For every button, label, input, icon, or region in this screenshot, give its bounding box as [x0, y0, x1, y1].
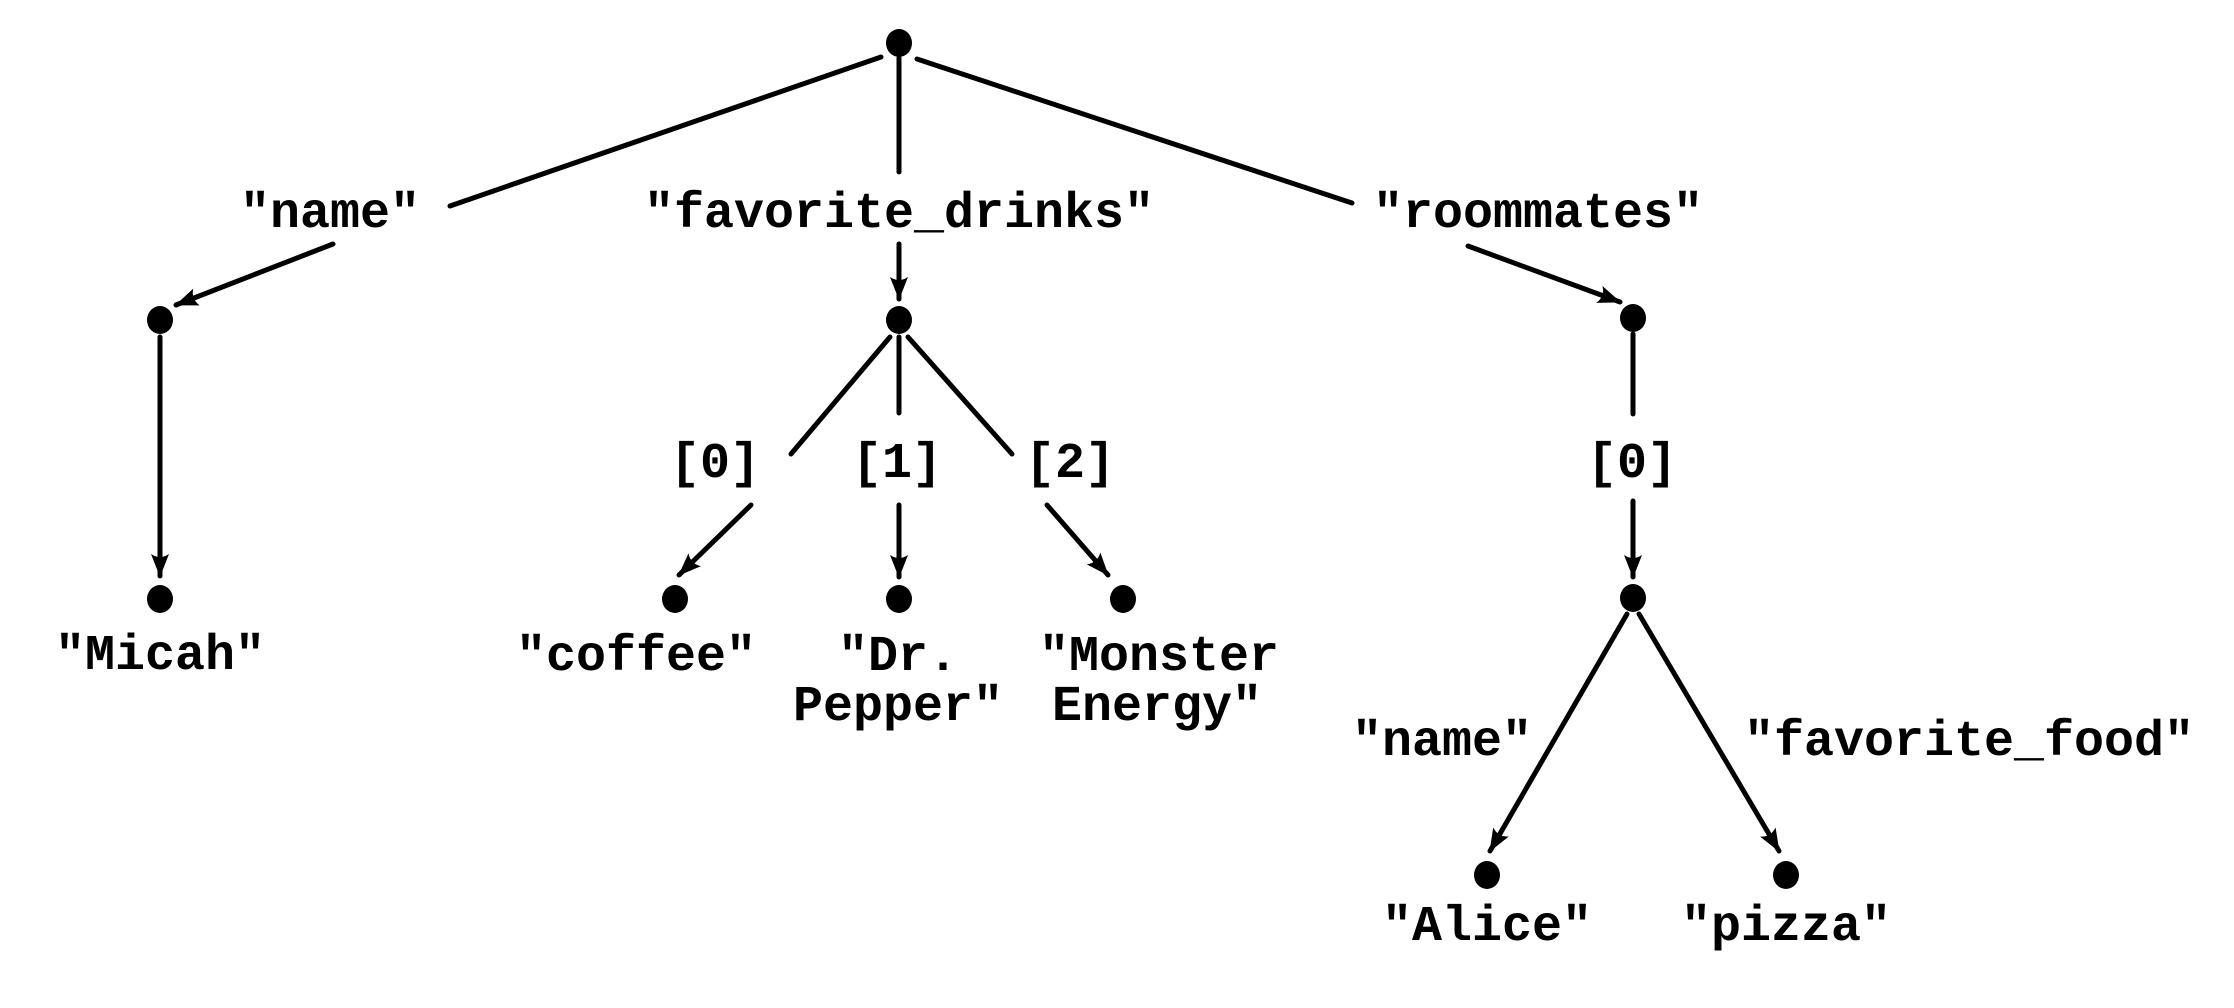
label-value-micah: "Micah" — [55, 628, 265, 685]
label-value-coffee: "coffee" — [516, 629, 756, 686]
label-value-monster-line1: "Monster — [1039, 629, 1279, 686]
label-drinks-index-2: [2] — [1025, 436, 1115, 493]
edge-roommates-label-to-array-node — [1465, 243, 1623, 305]
node-dr-pepper-string — [886, 585, 912, 613]
node-roommates-array — [1620, 304, 1646, 332]
label-key-roommates: "roommates" — [1373, 186, 1703, 243]
label-value-pizza: "pizza" — [1681, 899, 1891, 956]
node-favorite-drinks-array — [886, 306, 912, 334]
edge-name-label-to-name-value-node — [173, 241, 336, 308]
edge-root-to-name-label — [447, 54, 884, 209]
edge-index0-label-to-coffee-node — [676, 502, 754, 578]
label-roommate-key-favorite-food: "favorite_food" — [1744, 714, 2194, 771]
label-roommate-key-name: "name" — [1352, 714, 1532, 771]
label-value-dr-pepper-line1: "Dr. — [838, 629, 958, 686]
node-roommate-0-object — [1620, 584, 1646, 612]
node-alice-string — [1474, 861, 1500, 889]
edge-root-to-roommates-label — [914, 56, 1355, 206]
edge-index2-label-to-monster-node — [1044, 502, 1111, 578]
edge-drinks-array-to-index0-label — [788, 334, 893, 457]
label-drinks-index-0: [0] — [670, 436, 760, 493]
edge-roommate-object-to-alice-node — [1487, 611, 1630, 854]
label-value-monster-line2: Energy" — [1052, 679, 1262, 736]
node-coffee-string — [662, 585, 688, 613]
edge-roommate-object-to-pizza-node — [1636, 611, 1782, 854]
label-value-alice: "Alice" — [1382, 899, 1592, 956]
label-roommates-index-0: [0] — [1587, 436, 1677, 493]
label-key-favorite-drinks: "favorite_drinks" — [644, 186, 1154, 243]
node-micah-string — [147, 585, 173, 613]
label-key-name: "name" — [240, 186, 420, 243]
node-monster-energy-string — [1110, 585, 1136, 613]
node-pizza-string — [1773, 861, 1799, 889]
node-root-object — [886, 29, 912, 57]
label-drinks-index-1: [1] — [852, 436, 942, 493]
label-value-dr-pepper-line2: Pepper" — [793, 679, 1003, 736]
node-name-value — [147, 306, 173, 334]
edge-drinks-array-to-index2-label — [905, 334, 1015, 457]
